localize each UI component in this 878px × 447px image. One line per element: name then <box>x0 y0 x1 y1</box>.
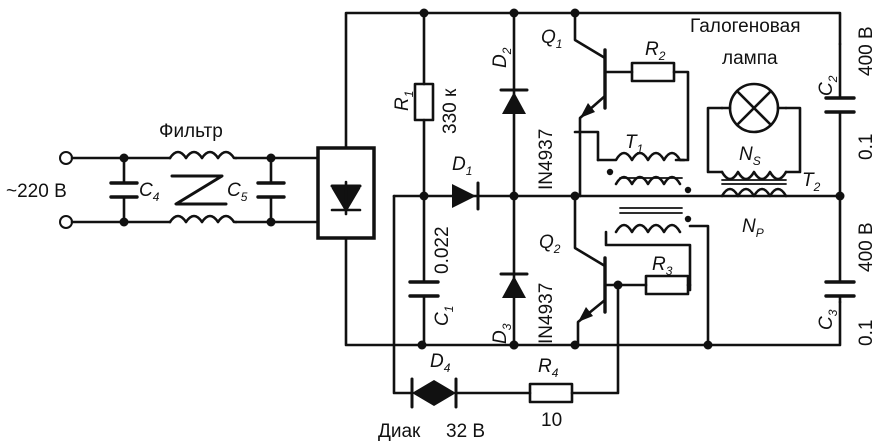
transformer-t1: T1 <box>573 130 692 292</box>
svg-text:C2: C2 <box>816 75 840 96</box>
svg-text:C3: C3 <box>816 309 840 330</box>
input-terminal-bottom <box>59 215 73 229</box>
input-terminal-top <box>59 151 73 165</box>
bridge-rectifier <box>316 146 376 240</box>
transistor-q1: Q1 <box>541 11 634 198</box>
resistor-r1: R1 330 к <box>392 11 461 201</box>
transformer-t2: NS NP T2 <box>706 106 821 240</box>
c3-value: 0.1 <box>856 320 877 346</box>
c2-voltage: 400 В <box>856 26 877 76</box>
d3-part: IN4937 <box>536 283 557 344</box>
diac-d4: D4 Диак 32 В <box>378 194 532 442</box>
svg-text:D2: D2 <box>490 47 514 68</box>
filter-choke: Фильтр <box>159 121 238 224</box>
svg-text:R4: R4 <box>538 356 559 380</box>
capacitor-c3: C3 400 В 0.1 <box>816 194 877 346</box>
transistor-q2: Q2 <box>539 194 648 347</box>
halogen-lamp: Галогеновая лампа <box>690 16 801 134</box>
filter-label: Фильтр <box>159 121 223 142</box>
diode-d2: D2 IN4937 <box>490 11 557 198</box>
d2-part: IN4937 <box>536 129 557 190</box>
input-section: ~220 В C4 Фильтр C5 <box>6 121 320 229</box>
diode-d1: D1 <box>392 154 519 211</box>
svg-text:D1: D1 <box>452 154 472 178</box>
svg-text:R2: R2 <box>645 39 666 63</box>
c3-voltage: 400 В <box>856 222 877 272</box>
diac-voltage: 32 В <box>446 421 485 442</box>
r4-value: 10 <box>541 410 562 431</box>
svg-text:NP: NP <box>742 216 764 240</box>
capacitor-c5: C5 <box>227 153 286 227</box>
capacitor-c1: C1 0.022 <box>408 194 456 347</box>
lamp-label-line1: Галогеновая <box>690 16 801 37</box>
resistor-r4: R4 10 <box>528 283 620 431</box>
svg-text:C1: C1 <box>432 306 456 326</box>
c1-value: 0.022 <box>432 226 453 274</box>
lamp-label-line2: лампа <box>722 48 778 69</box>
svg-text:C5: C5 <box>227 180 248 204</box>
capacitor-c2: C2 400 В 0.1 <box>816 26 877 198</box>
svg-text:C4: C4 <box>139 180 160 204</box>
svg-text:T1: T1 <box>625 132 643 156</box>
svg-text:Q2: Q2 <box>539 232 561 256</box>
svg-text:T2: T2 <box>802 170 821 194</box>
svg-text:R3: R3 <box>652 254 673 278</box>
resistor-r3: R3 <box>644 224 710 347</box>
capacitor-c4: C4 <box>109 153 160 227</box>
svg-text:NS: NS <box>739 144 761 168</box>
diode-d3: D3 IN4937 <box>490 194 557 347</box>
r1-value: 330 к <box>440 88 461 134</box>
svg-text:Q1: Q1 <box>541 27 562 51</box>
input-voltage-label: ~220 В <box>6 181 67 202</box>
svg-text:R1: R1 <box>392 91 416 111</box>
diac-label: Диак <box>378 421 421 442</box>
svg-text:D4: D4 <box>430 351 451 375</box>
c2-value: 0.1 <box>856 134 877 160</box>
svg-text:D3: D3 <box>490 323 514 344</box>
